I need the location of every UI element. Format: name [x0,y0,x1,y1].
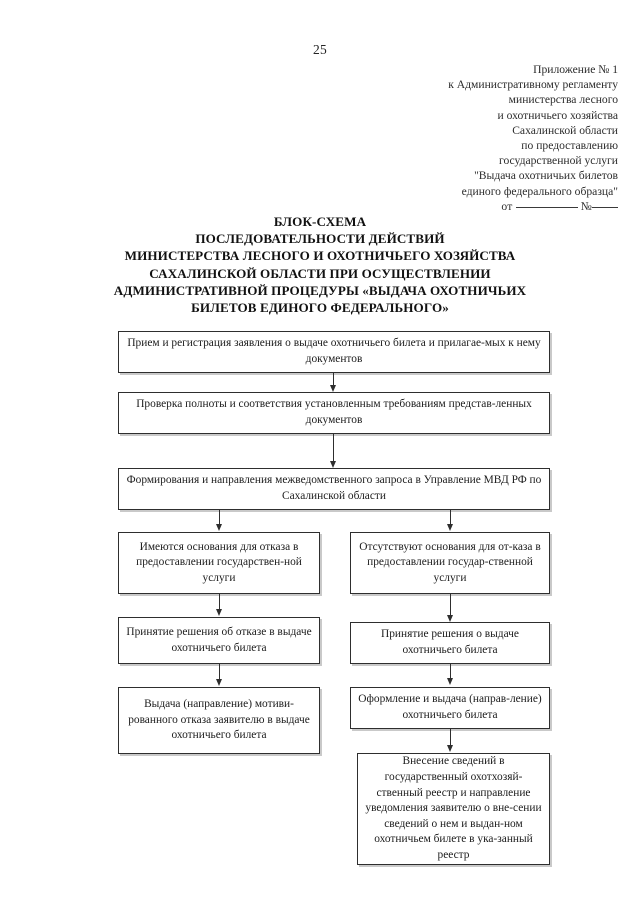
connector-decision-refuse-to-notice [219,664,220,680]
page-title-line-4: САХАЛИНСКОЙ ОБЛАСТИ ПРИ ОСУЩЕСТВЛЕНИИ [149,265,491,281]
flow-node-decision-issue-label: Принятие решения о выдаче охотничьего би… [381,628,519,656]
flow-node-refusal-grounds-present: Имеются основания для отказа в предостав… [118,532,320,594]
appendix-line-5: Сахалинской области [512,123,618,137]
flow-node-refusal-grounds-absent-label: Отсутствуют основания для от-каза в пред… [359,540,541,584]
flow-node-verification-label: Проверка полноты и соответствия установл… [136,398,532,426]
signature-date-rule [515,206,578,208]
flow-node-decision-refuse: Принятие решения об отказе в выдаче охот… [118,617,320,664]
flow-node-refusal-grounds-absent: Отсутствуют основания для от-каза в пред… [350,532,550,594]
connector-prepare-to-register [450,729,451,746]
appendix-signature-line: от № [298,199,618,214]
arrowhead-request-to-grounds-present [216,524,222,531]
flow-node-issue-refusal-notice-label: Выдача (направление) мотиви-рованного от… [128,698,310,742]
flow-node-interagency-request: Формирования и направления межведомствен… [118,468,550,510]
page-number: 25 [313,42,327,57]
connector-decision-issue-to-prepare [450,664,451,679]
flow-node-register-entry: Внесение сведений в государственный охот… [357,753,550,865]
flow-node-interagency-request-label: Формирования и направления межведомствен… [126,474,542,502]
appendix-line-4: и охотничьего хозяйства [497,108,618,122]
connector-request-branch-right [450,510,451,525]
page-title-line-5: АДМИНИСТРАТИВНОЙ ПРОЦЕДУРЫ «ВЫДАЧА ОХОТН… [113,282,527,298]
page-title-line-3: МИНИСТЕРСТВА ЛЕСНОГО И ОХОТНИЧЬЕГО ХОЗЯЙ… [124,248,516,264]
signature-date-prefix: от [501,199,513,213]
arrowhead-intake-to-verification [330,385,336,392]
page-title-line-6: БИЛЕТОВ ЕДИНОГО ФЕДЕРАЛЬНОГО» [191,300,449,316]
page-title-line-1: БЛОК-СХЕМА [273,214,367,229]
arrowhead-decision-refuse-to-notice [216,679,222,686]
appendix-line-2: к Административному регламенту [448,78,618,92]
flow-node-decision-refuse-label: Принятие решения об отказе в выдаче охот… [126,625,312,654]
connector-grounds-absent-to-decision-issue [450,594,451,616]
appendix-line-7: государственной услуги [498,154,618,168]
flow-node-refusal-grounds-present-label: Имеются основания для отказа в предостав… [136,540,302,584]
connector-verification-to-request [333,434,334,462]
arrowhead-grounds-present-to-decision-refuse [216,609,222,616]
page-title-line-2: ПОСЛЕДОВАТЕЛЬНОСТИ ДЕЙСТВИЙ [195,231,445,247]
appendix-line-1: Приложение № 1 [533,63,618,76]
connector-request-branch-left [219,510,220,525]
arrowhead-verification-to-request [330,461,336,468]
flow-node-issue-refusal-notice: Выдача (направление) мотиви-рованного от… [118,687,320,754]
flow-node-prepare-and-issue: Оформление и выдача (направ-ление) охотн… [350,687,550,729]
arrowhead-decision-issue-to-prepare [447,678,453,685]
appendix-line-9: единого федерального образца" [461,184,618,198]
flow-node-prepare-and-issue-label: Оформление и выдача (направ-ление) охотн… [358,693,542,721]
page-title: БЛОК-СХЕМА ПОСЛЕДОВАТЕЛЬНОСТИ ДЕЙСТВИЙ М… [28,213,612,316]
appendix-line-3: министерства лесного [508,93,618,107]
flow-node-verification: Проверка полноты и соответствия установл… [118,392,550,434]
flow-node-register-entry-label: Внесение сведений в государственный охот… [365,755,542,861]
appendix-line-6: по предоставлению [521,139,618,153]
connector-grounds-present-to-decision-refuse [219,594,220,610]
arrowhead-request-to-grounds-absent [447,524,453,531]
appendix-reference-block: Приложение № 1 к Административному регла… [298,62,618,214]
arrowhead-prepare-to-register [447,745,453,752]
flow-node-decision-issue: Принятие решения о выдаче охотничьего би… [350,622,550,664]
appendix-line-8: "Выдача охотничьих билетов [474,169,618,183]
connector-intake-to-verification [333,373,334,386]
arrowhead-grounds-absent-to-decision-issue [447,615,453,622]
signature-number-rule [592,206,618,208]
flow-node-intake: Прием и регистрация заявления о выдаче о… [118,331,550,373]
signature-number-symbol: № [580,199,592,213]
flow-node-intake-label: Прием и регистрация заявления о выдаче о… [127,337,541,365]
